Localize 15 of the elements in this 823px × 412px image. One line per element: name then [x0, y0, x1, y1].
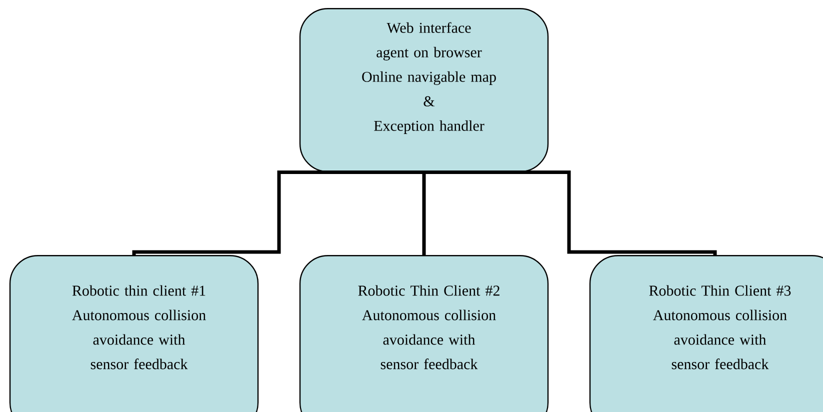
box-text: Web interface agent on browser Online navigable map & Exception handler [362, 22, 496, 134]
node-label: Exception handler [374, 120, 484, 134]
connector-line [422, 172, 426, 255]
box-text: Robotic Thin Client #3 Autonomous collision avoidance with sensor feedback [649, 285, 791, 370]
connector-line [424, 170, 717, 256]
connector-line [132, 170, 424, 256]
node-label: Web interface agent on browser [376, 22, 482, 60]
process-box [589, 255, 823, 412]
box-text: Robotic thin client #1 Autonomous collision avoidance with sensor feedback [72, 285, 206, 370]
node-label: & [424, 96, 435, 106]
node-label: Online navigable map [362, 71, 496, 85]
process-box [299, 255, 549, 412]
box-text: Robotic Thin Client #2 Autonomous collision avoidance with sensor feedback [358, 285, 500, 370]
process-box [299, 8, 549, 172]
process-box [9, 255, 259, 412]
